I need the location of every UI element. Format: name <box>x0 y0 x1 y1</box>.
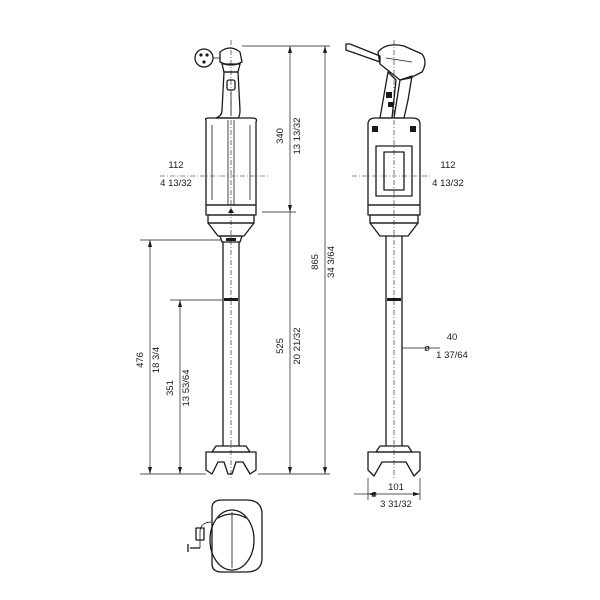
dim-tube-diameter-in: 1 37/64 <box>436 350 468 361</box>
dim-tube-diameter-symbol: ø <box>424 343 430 354</box>
dim-handle-height-mm: 340 <box>275 128 286 144</box>
dim-immersion-max-in: 18 3/4 <box>151 347 162 373</box>
dim-body-width-left-mm: 112 <box>168 160 183 171</box>
dim-tube-length-in: 20 21/32 <box>292 328 303 365</box>
dim-body-width-right-mm: 112 <box>440 160 455 171</box>
dimension-lines <box>140 40 440 500</box>
dim-overall-height-mm: 865 <box>310 254 321 270</box>
front-view <box>194 47 258 475</box>
dim-immersion-min-mm: 351 <box>165 380 176 396</box>
dim-immersion-max-mm: 476 <box>135 352 146 368</box>
dim-body-width-right-in: 4 13/32 <box>432 178 464 189</box>
dim-bell-diameter-mm: 101 <box>388 482 404 493</box>
dim-tube-length-mm: 525 <box>275 338 286 354</box>
dim-body-width-left-in: 4 13/32 <box>160 178 192 189</box>
bottom-view <box>187 499 263 573</box>
dim-handle-height-in: 13 13/32 <box>292 118 303 155</box>
dim-bell-diameter-symbol: ø <box>371 489 377 500</box>
plug-icon <box>194 48 220 68</box>
dim-immersion-min-in: 13 53/64 <box>181 370 192 407</box>
dim-bell-diameter-in: 3 31/32 <box>380 499 412 510</box>
dim-overall-height-in: 34 3/64 <box>326 246 337 278</box>
dim-tube-diameter-mm: 40 <box>447 332 458 343</box>
side-view <box>345 43 426 477</box>
